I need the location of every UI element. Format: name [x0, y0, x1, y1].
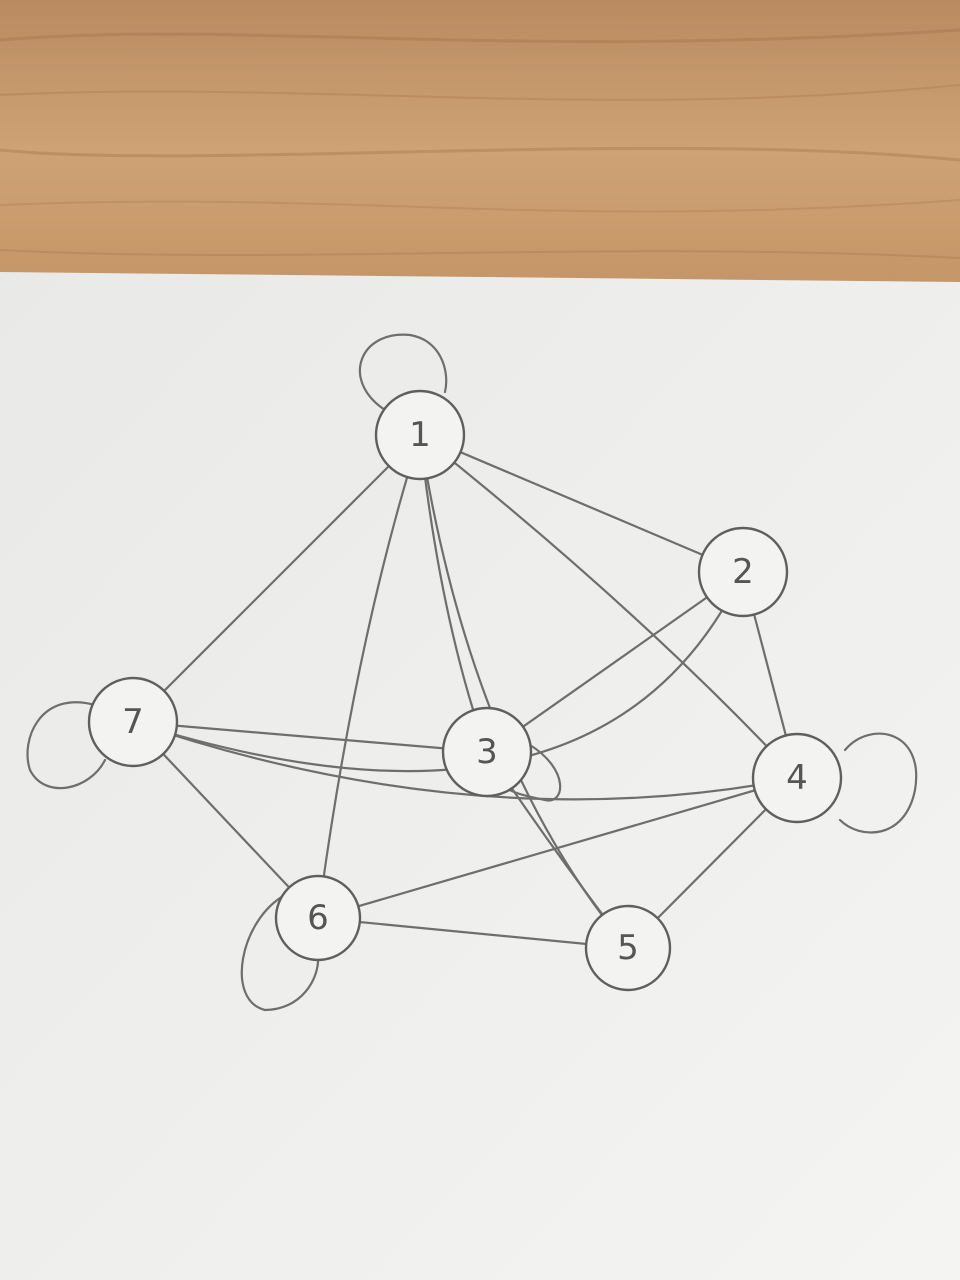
edge-1-2 — [418, 433, 745, 574]
edge-2-3 — [485, 570, 745, 754]
node-circle-1 — [374, 389, 466, 481]
self-loop-6 — [240, 893, 320, 1012]
node-1: 1 — [374, 389, 466, 481]
node-3: 3 — [441, 706, 533, 798]
node-label-5: 5 — [617, 928, 639, 968]
edge-7-4 — [131, 720, 799, 801]
node-circle-2 — [697, 526, 789, 618]
node-circle-3 — [441, 706, 533, 798]
node-label-4: 4 — [786, 758, 808, 798]
edge-1-7 — [131, 433, 422, 724]
node-6: 6 — [274, 874, 362, 962]
node-label-3: 3 — [476, 732, 498, 772]
node-label-7: 7 — [122, 702, 144, 742]
node-2: 2 — [697, 526, 789, 618]
node-circle-4 — [751, 732, 843, 824]
node-label-2: 2 — [732, 552, 754, 592]
edge-6-5 — [316, 916, 630, 950]
edge-1-4 — [418, 433, 799, 780]
edge-4-6 — [316, 776, 799, 920]
self-loop-4 — [838, 732, 918, 834]
wooden-table — [0, 0, 960, 300]
node-circle-6 — [274, 874, 362, 962]
graph-nodes: 1 2 3 4 5 6 7 — [87, 389, 843, 992]
node-circle-7 — [87, 676, 179, 768]
edge-7-3 — [131, 720, 489, 754]
self-loop-7 — [26, 701, 107, 790]
node-circle-5 — [584, 904, 672, 992]
edge-1-6 — [316, 433, 422, 920]
node-label-6: 6 — [307, 898, 329, 938]
node-label-1: 1 — [409, 415, 431, 455]
self-loop-1 — [358, 333, 448, 412]
node-5: 5 — [584, 904, 672, 992]
node-4: 4 — [751, 732, 843, 824]
node-7: 7 — [87, 676, 179, 768]
